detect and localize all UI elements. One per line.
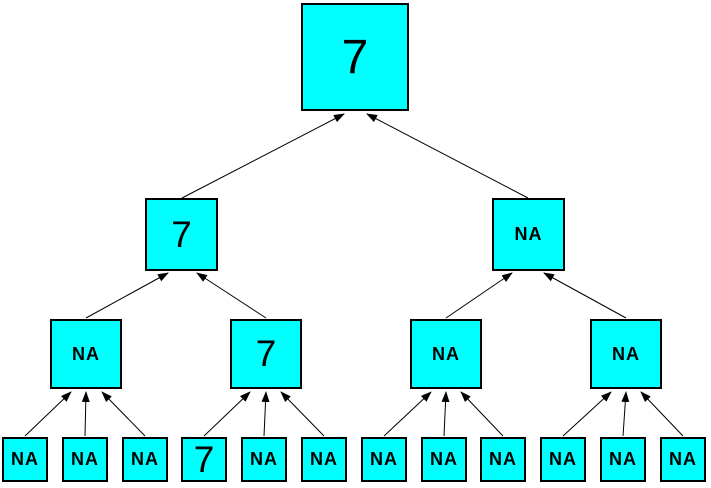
node-label: NA bbox=[612, 343, 640, 364]
tree-node-l2-right: NA bbox=[492, 198, 565, 271]
node-label: 7 bbox=[171, 213, 192, 255]
node-label: NA bbox=[549, 449, 577, 469]
node-label: NA bbox=[370, 449, 398, 469]
arrow-n4g-n3c bbox=[383, 391, 432, 437]
tree-node-root: 7 bbox=[301, 3, 409, 111]
tree-node-l3-3: NA bbox=[410, 319, 482, 389]
node-label: 7 bbox=[341, 30, 369, 84]
arrow-n4c-n3a bbox=[101, 391, 146, 437]
arrow-n3b-n2a bbox=[196, 272, 267, 319]
arrow-n3d-n2b bbox=[543, 272, 627, 319]
arrow-n4f-n3b bbox=[280, 391, 325, 437]
arrow-n4d-n3b bbox=[203, 391, 251, 437]
arrow-n3c-n2b bbox=[445, 272, 513, 319]
tree-node-leaf-4: 7 bbox=[181, 437, 227, 482]
tree-node-leaf-3: NA bbox=[122, 437, 168, 482]
tree-node-leaf-9: NA bbox=[480, 437, 526, 482]
tree-node-leaf-5: NA bbox=[241, 437, 287, 482]
node-label: 7 bbox=[193, 438, 215, 480]
arrow-n4h-n3c bbox=[441, 391, 450, 437]
arrow-n2a-n1 bbox=[181, 113, 345, 199]
node-label: NA bbox=[310, 449, 338, 469]
arrow-n4e-n3b bbox=[261, 391, 270, 437]
arrow-n2b-n1 bbox=[366, 113, 529, 199]
arrow-n4j-n3d bbox=[562, 391, 612, 437]
tree-node-leaf-2: NA bbox=[62, 437, 108, 482]
node-label: NA bbox=[11, 449, 39, 469]
node-label: NA bbox=[71, 449, 99, 469]
tree-node-leaf-12: NA bbox=[660, 437, 706, 482]
node-label: NA bbox=[514, 224, 543, 244]
tree-node-leaf-11: NA bbox=[600, 437, 646, 482]
node-label: NA bbox=[669, 449, 697, 469]
tree-node-l2-left: 7 bbox=[145, 198, 218, 271]
arrow-n3a-n2a bbox=[85, 272, 169, 319]
tree-node-leaf-10: NA bbox=[540, 437, 586, 482]
node-label: NA bbox=[432, 343, 460, 364]
node-label: NA bbox=[72, 343, 100, 364]
node-label: NA bbox=[131, 449, 159, 469]
arrow-n4k-n3d bbox=[621, 391, 630, 437]
node-label: 7 bbox=[255, 333, 277, 374]
tree-node-leaf-8: NA bbox=[421, 437, 467, 482]
node-label: NA bbox=[489, 449, 517, 469]
tree-node-leaf-6: NA bbox=[301, 437, 347, 482]
arrow-n4l-n3d bbox=[640, 391, 684, 437]
tree-node-l3-1: NA bbox=[50, 319, 122, 389]
arrow-n4i-n3c bbox=[460, 391, 504, 437]
node-label: NA bbox=[430, 449, 458, 469]
arrow-n4a-n3a bbox=[24, 391, 72, 437]
tree-node-l3-2: 7 bbox=[230, 319, 302, 389]
node-label: NA bbox=[250, 449, 278, 469]
node-label: NA bbox=[609, 449, 637, 469]
tree-node-leaf-1: NA bbox=[2, 437, 48, 482]
arrow-n4b-n3a bbox=[81, 391, 90, 437]
tree-node-leaf-7: NA bbox=[361, 437, 407, 482]
tree-node-l3-4: NA bbox=[590, 319, 662, 389]
